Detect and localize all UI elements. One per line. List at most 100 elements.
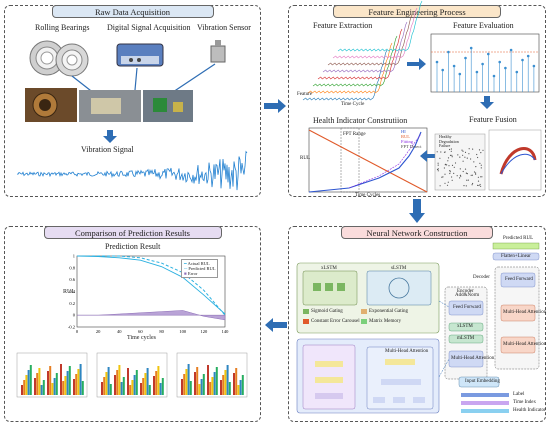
legend-error: ■ Error bbox=[184, 271, 198, 276]
fusion-point bbox=[449, 154, 452, 156]
mini-bar bbox=[220, 380, 222, 395]
mini-bar bbox=[226, 365, 229, 395]
fusion-point bbox=[459, 177, 461, 179]
encoder-addnorm-block: Add&Norm bbox=[455, 293, 480, 298]
mini-bar bbox=[122, 377, 125, 395]
fusion-point bbox=[466, 157, 468, 159]
comparison-bar-charts bbox=[16, 352, 248, 398]
fusion-point bbox=[451, 156, 453, 158]
test-rig-photos bbox=[25, 88, 193, 122]
network-title: Neural Network Construction bbox=[341, 226, 493, 239]
mini-bar bbox=[153, 376, 155, 395]
fusion-point bbox=[482, 149, 484, 151]
fusion-point bbox=[436, 151, 438, 153]
sensor-image bbox=[210, 40, 226, 63]
stem-dot bbox=[526, 54, 530, 58]
feature-evaluation-stems bbox=[435, 46, 536, 92]
legend-cec: Constant Error Carousel bbox=[311, 319, 360, 324]
mini-bar bbox=[21, 385, 23, 395]
fusion-legend-degradation: Degradation bbox=[439, 138, 459, 144]
fusion-point bbox=[480, 167, 482, 169]
fusion-point bbox=[470, 174, 472, 176]
mini-bar bbox=[62, 381, 65, 395]
fusion-point bbox=[449, 171, 451, 173]
legend-rul: RUL bbox=[401, 134, 410, 139]
fusion-point bbox=[451, 176, 453, 178]
fusion-point bbox=[475, 166, 477, 168]
fusion-point bbox=[473, 161, 475, 163]
mini-bar bbox=[66, 371, 69, 395]
fusion-point bbox=[479, 183, 481, 186]
fusion-point bbox=[463, 185, 465, 187]
flatten-linear-block: Flatten+Linear bbox=[501, 254, 531, 259]
fusion-point bbox=[464, 168, 467, 170]
label-row-label: Label bbox=[513, 392, 525, 397]
mini-bar bbox=[183, 374, 186, 395]
y-tick-label: 0.6 bbox=[69, 277, 75, 282]
mini-bar bbox=[116, 370, 119, 395]
mini-bar bbox=[194, 372, 196, 395]
rolling-bearings-label: Rolling Bearings bbox=[35, 23, 90, 32]
fusion-point bbox=[444, 182, 446, 184]
network-panel: Neural Network Construction bbox=[288, 226, 546, 422]
decoder-mha-block-2: Multi-Head Attention bbox=[503, 342, 547, 347]
health-xlabel: Time Cycles bbox=[355, 193, 381, 198]
vibration-signal bbox=[16, 150, 248, 191]
time-index-label: Time Index bbox=[513, 400, 537, 405]
mini-bar bbox=[200, 379, 203, 395]
mini-bar bbox=[189, 381, 192, 395]
fusion-point bbox=[473, 171, 476, 173]
mini-bar bbox=[118, 365, 121, 395]
mini-bar bbox=[51, 383, 54, 395]
mini-bar bbox=[146, 368, 149, 395]
fusion-point bbox=[478, 149, 481, 151]
fusion-legend: Healthy Degradation Failure bbox=[439, 134, 459, 149]
prediction-xlabel: Time cycles bbox=[127, 335, 156, 341]
mini-bar bbox=[185, 369, 188, 395]
fusion-point bbox=[440, 151, 442, 153]
feature-extraction-plot bbox=[302, 0, 423, 101]
mini-bar bbox=[135, 370, 138, 395]
extraction-line bbox=[312, 35, 398, 87]
mini-bar bbox=[55, 373, 58, 395]
mini-bar bbox=[107, 367, 110, 395]
fusion-point bbox=[450, 148, 452, 150]
mini-bar bbox=[235, 368, 238, 395]
stem-dot bbox=[481, 62, 484, 66]
decoder-mha-block-1: Multi-Head Attention bbox=[503, 310, 547, 315]
extraction-line bbox=[322, 21, 408, 73]
fusion-point bbox=[470, 158, 472, 160]
fusion-point bbox=[476, 153, 478, 156]
fusion-point bbox=[462, 170, 464, 173]
stem-dot bbox=[447, 50, 450, 54]
arrow-raw-to-feature bbox=[264, 99, 286, 113]
vibration-sensor-label: Vibration Sensor bbox=[197, 23, 251, 32]
mini-bar bbox=[77, 369, 80, 395]
series-line-predicted bbox=[76, 255, 226, 315]
fusion-point bbox=[437, 162, 439, 164]
legend-actual: ━ Actual RUL bbox=[184, 261, 210, 266]
series-line-actual bbox=[77, 255, 226, 316]
fusion-point bbox=[459, 156, 461, 158]
extraction-xlabel: Time Cycle bbox=[341, 102, 365, 107]
fusion-point bbox=[451, 164, 454, 166]
y-tick-label: 0.2 bbox=[69, 301, 75, 306]
feature-evaluation-title: Feature Evaluation bbox=[453, 21, 514, 30]
fusion-point bbox=[477, 156, 479, 159]
stem-dot bbox=[498, 60, 501, 64]
fusion-point bbox=[467, 179, 469, 181]
stem-dot bbox=[441, 68, 444, 72]
mini-bar bbox=[53, 378, 56, 395]
mini-bar bbox=[103, 377, 106, 395]
stem-dot bbox=[532, 64, 536, 68]
encoder-ff-block: Feed Forward bbox=[453, 305, 481, 310]
fusion-point bbox=[465, 172, 467, 174]
mini-bar bbox=[198, 384, 201, 395]
arrow-feature-to-network bbox=[409, 199, 425, 223]
rul-line bbox=[308, 129, 428, 193]
mini-bar bbox=[49, 366, 52, 395]
fusion-point bbox=[453, 172, 455, 174]
fusion-point bbox=[439, 157, 441, 159]
mini-bar bbox=[38, 368, 41, 395]
legend-sigmoid: Sigmoid Gating bbox=[311, 309, 343, 314]
